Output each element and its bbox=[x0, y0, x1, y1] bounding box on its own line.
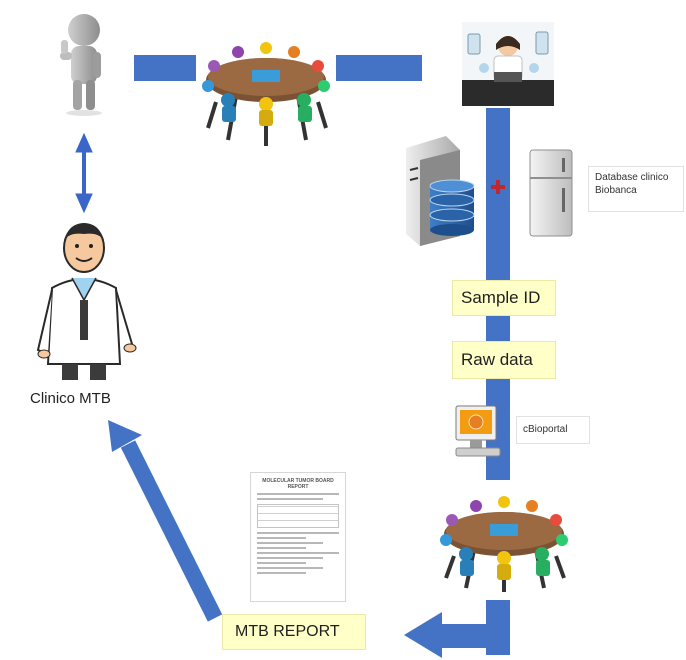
cbioportal-text: cBioportal bbox=[523, 424, 568, 435]
mtb-report-text: MTB REPORT bbox=[235, 623, 340, 640]
clinico-mtb-caption: Clinico MTB bbox=[30, 390, 111, 407]
sample-id-text: Sample ID bbox=[461, 288, 541, 307]
diagonal-arrow-to-clinico bbox=[108, 420, 223, 622]
cbioportal-note: cBioportal bbox=[516, 416, 590, 444]
lab-researcher-icon bbox=[462, 22, 554, 106]
connector-person-to-meeting bbox=[134, 55, 196, 81]
meeting-table-icon bbox=[440, 496, 568, 592]
server-database-icon bbox=[406, 136, 475, 246]
computer-icon bbox=[455, 405, 501, 457]
sample-id-label: Sample ID bbox=[452, 280, 556, 316]
freezer-icon bbox=[520, 146, 580, 238]
doctor-icon bbox=[36, 223, 137, 380]
flow-bar-bottom-horizontal bbox=[440, 624, 510, 648]
clinico-mtb-text: Clinico MTB bbox=[30, 390, 111, 407]
database-text: Database clinico Biobanca bbox=[595, 172, 669, 196]
raw-data-label: Raw data bbox=[452, 341, 556, 379]
report-document-title: MOLECULAR TUMOR BOARD REPORT bbox=[262, 478, 334, 490]
raw-data-text: Raw data bbox=[461, 350, 533, 369]
mtb-report-label: MTB REPORT bbox=[222, 614, 366, 650]
plus-icon bbox=[491, 180, 505, 194]
double-arrow bbox=[75, 132, 93, 214]
left-arrow-to-report bbox=[404, 612, 442, 658]
report-document-icon: MOLECULAR TUMOR BOARD REPORT bbox=[250, 472, 346, 602]
connector-meeting-to-lab bbox=[336, 55, 422, 81]
meeting-table-icon bbox=[202, 42, 330, 146]
database-note: Database clinico Biobanca bbox=[588, 166, 684, 212]
person-thumbs-up-icon bbox=[60, 14, 102, 116]
